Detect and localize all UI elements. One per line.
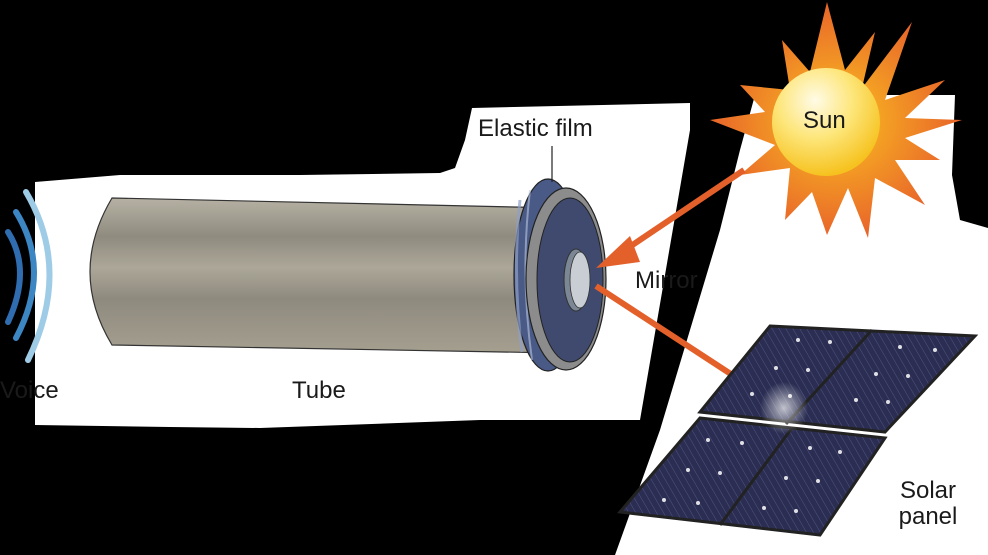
sound-waves-icon (5, 189, 53, 363)
label-mirror: Mirror (635, 267, 698, 294)
label-voice: Voice (0, 377, 59, 404)
arrow-sun-to-mirror (596, 167, 746, 268)
label-sun: Sun (803, 107, 846, 134)
reflected-light-spot (760, 382, 808, 434)
sun-core (772, 68, 880, 176)
label-tube: Tube (292, 377, 346, 404)
label-elastic-film: Elastic film (478, 115, 593, 142)
mirror (563, 248, 591, 312)
tube (89, 197, 561, 354)
label-solar-panel-line1: Solar (899, 477, 957, 504)
solar-panel-icon (617, 324, 979, 537)
label-solar-panel: Solar panel (889, 477, 967, 531)
label-solar-panel-line2: panel (898, 503, 958, 531)
sun-icon (710, 2, 962, 238)
